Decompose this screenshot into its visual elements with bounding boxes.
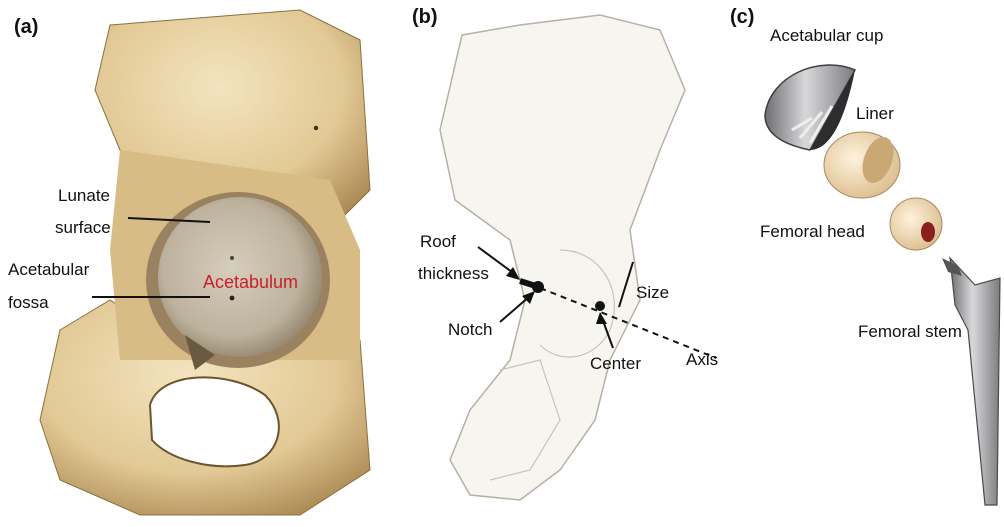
obturator-foramen — [150, 377, 279, 466]
xray-ilium — [440, 15, 685, 500]
roof-label-line1: Roof — [420, 232, 456, 252]
center-label: Center — [590, 354, 641, 374]
head-label: Femoral head — [760, 222, 865, 242]
panel-a-bone — [40, 10, 370, 515]
notch-dot — [532, 281, 544, 293]
liner-label: Liner — [856, 104, 894, 124]
center-dot — [595, 301, 605, 311]
size-label: Size — [636, 283, 669, 303]
ilium-dot — [314, 126, 318, 130]
acetabulum-label: Acetabulum — [203, 272, 298, 292]
axis-label: Axis — [686, 350, 718, 370]
panel-b-tag: (b) — [412, 6, 438, 29]
panel-b-xray — [440, 15, 716, 500]
femoral-head — [890, 198, 942, 250]
stem-label: Femoral stem — [858, 322, 962, 342]
socket-dot — [230, 256, 234, 260]
panel-a-tag: (a) — [14, 16, 38, 39]
femoral-stem — [950, 258, 1000, 505]
notch-label: Notch — [448, 320, 492, 340]
panel-c-tag: (c) — [730, 6, 754, 29]
fossa-label-line1: Acetabular — [8, 260, 89, 280]
cup-label: Acetabular cup — [770, 26, 883, 46]
fossa-dot — [230, 296, 235, 301]
lunate-label-line2: surface — [55, 218, 111, 238]
fossa-label-line2: fossa — [8, 293, 49, 313]
femoral-head-taper — [921, 222, 935, 242]
roof-label-line2: thickness — [418, 264, 489, 284]
panel-c-implant — [765, 65, 1000, 505]
lunate-label-line1: Lunate — [58, 186, 110, 206]
